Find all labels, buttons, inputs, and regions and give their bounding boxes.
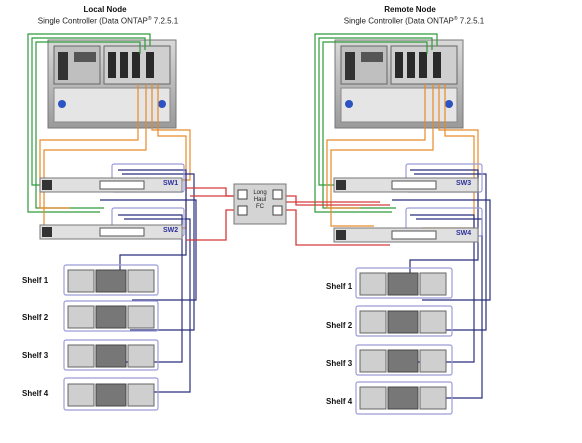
local-shelf-3-label: Shelf 3	[22, 351, 49, 360]
local-shelf-4-unit	[67, 383, 155, 407]
local-shelf-2-unit	[67, 305, 155, 329]
remote-node-subtitle: Single Controller (Data ONTAP® 7.2.5.1	[343, 16, 485, 26]
local-controller	[47, 39, 177, 129]
local-switch-sw1	[39, 177, 183, 193]
remote-node-title: Remote Node	[384, 5, 436, 14]
local-shelf-2-label: Shelf 2	[22, 313, 49, 322]
local-node-subtitle: Single Controller (Data ONTAP® 7.2.5.1	[37, 16, 179, 26]
switch-label-sw4: SW4	[456, 230, 472, 237]
remote-lavender-cables	[355, 163, 483, 415]
long-haul-label: Long Haul FC	[253, 190, 267, 210]
switch-label-sw1: SW1	[163, 180, 179, 187]
remote-shelf-1-unit	[359, 272, 447, 296]
remote-shelf-1-label: Shelf 1	[326, 282, 353, 291]
remote-shelf-2-label: Shelf 2	[326, 321, 353, 330]
remote-switch-sw4	[333, 227, 479, 243]
remote-shelf-3-unit	[359, 349, 447, 373]
remote-shelf-3-label: Shelf 3	[326, 359, 353, 368]
local-shelf-1-label: Shelf 1	[22, 276, 49, 285]
local-switch-sw2	[39, 224, 183, 240]
remote-switch-sw3	[333, 177, 479, 193]
remote-controller	[334, 39, 464, 129]
local-node-title: Local Node	[83, 5, 127, 14]
long-haul-cables	[186, 187, 390, 246]
switch-label-sw2: SW2	[163, 227, 179, 234]
remote-shelf-4-unit	[359, 386, 447, 410]
long-haul-fc-box	[233, 183, 287, 225]
switch-label-sw3: SW3	[456, 180, 472, 187]
local-shelf-1-unit	[67, 269, 155, 293]
remote-shelf-2-unit	[359, 310, 447, 334]
remote-shelf-4-label: Shelf 4	[326, 397, 353, 406]
local-shelf-4-label: Shelf 4	[22, 389, 49, 398]
local-shelf-3-unit	[67, 344, 155, 368]
